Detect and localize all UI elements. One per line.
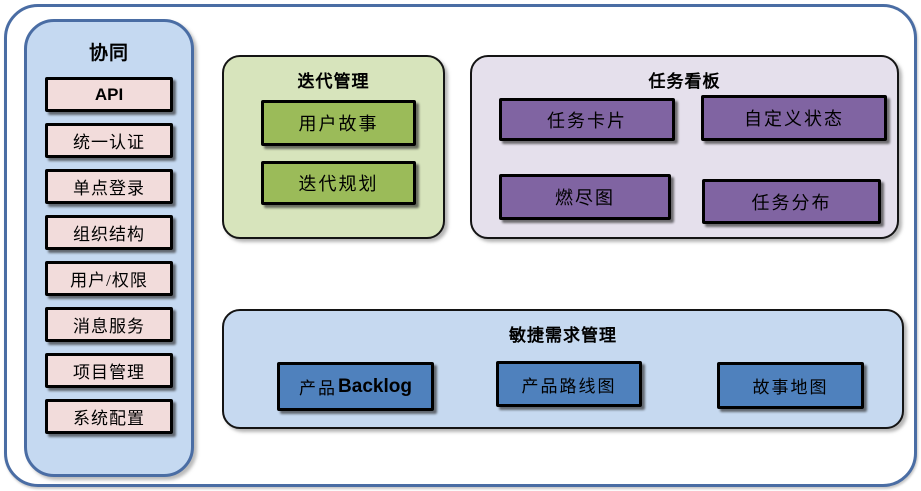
agile-item-story-map: 故事地图 [717, 362, 864, 409]
sidebar-title: 协同 [88, 43, 129, 64]
iteration-item-label: 用户故事 [298, 114, 379, 134]
sidebar-item-users-permissions: 用户/权限 [45, 261, 173, 296]
sidebar-item-label: 单点登录 [73, 179, 145, 198]
iteration-title: 迭代管理 [297, 72, 370, 91]
agile-item-label: 产品 [299, 379, 338, 398]
sidebar-item-project-management: 项目管理 [45, 353, 173, 388]
kanban-item-label: 自定义状态 [744, 109, 844, 129]
kanban-item-task-distribution: 任务分布 [702, 179, 881, 224]
agile-item-product-roadmap: 产品路线图 [496, 361, 642, 407]
kanban-item-burndown-chart: 燃尽图 [499, 174, 671, 220]
sidebar-item-label: 消息服务 [73, 317, 145, 336]
kanban-item-custom-status: 自定义状态 [701, 95, 887, 141]
agile-item-label: 产品路线图 [521, 376, 617, 396]
sidebar-item-single-sign-on: 单点登录 [45, 169, 173, 204]
sidebar-group-collaboration: 协同 API 统一认证 单点登录 组织结构 用户/权限 消息服务 项目管理 系统… [24, 19, 194, 477]
iteration-item-label: 迭代规划 [298, 174, 379, 194]
sidebar-item-label: 系统配置 [73, 409, 145, 428]
sidebar-item-system-config: 系统配置 [45, 399, 173, 434]
kanban-item-label: 任务卡片 [547, 110, 627, 131]
sidebar-item-label: API [94, 84, 124, 104]
sidebar-item-label: 统一认证 [73, 133, 145, 152]
iteration-item-user-stories: 用户故事 [261, 100, 416, 146]
sidebar-item-unified-auth: 统一认证 [45, 123, 173, 158]
sidebar-item-api: API [45, 77, 173, 112]
group-iteration-management: 迭代管理 用户故事 迭代规划 [222, 55, 445, 239]
sidebar-item-org-structure: 组织结构 [45, 215, 173, 250]
kanban-item-task-cards: 任务卡片 [499, 98, 675, 141]
sidebar-item-label: 组织结构 [73, 225, 145, 244]
kanban-item-label: 任务分布 [751, 192, 832, 213]
sidebar-item-message-service: 消息服务 [45, 307, 173, 342]
sidebar-item-label: 项目管理 [73, 363, 145, 382]
iteration-item-iteration-planning: 迭代规划 [261, 161, 416, 205]
agile-item-label: 故事地图 [752, 378, 829, 397]
agile-title: 敏捷需求管理 [509, 326, 617, 345]
diagram-frame: 协同 API 统一认证 单点登录 组织结构 用户/权限 消息服务 项目管理 系统… [4, 4, 917, 487]
kanban-item-label: 燃尽图 [555, 188, 615, 208]
sidebar-item-label: 用户/权限 [70, 271, 148, 290]
group-task-board: 任务看板 任务卡片 自定义状态 燃尽图 任务分布 [470, 55, 899, 239]
kanban-title: 任务看板 [648, 72, 721, 91]
agile-item-label-en: Backlog [338, 375, 412, 397]
